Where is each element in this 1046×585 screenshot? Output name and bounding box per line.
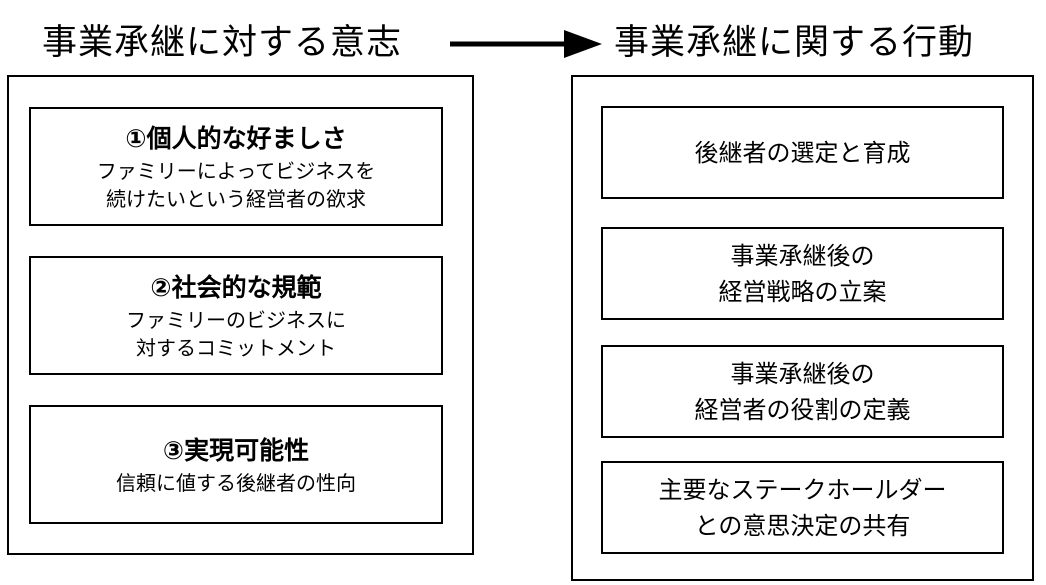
action-text-line: 事業承継後の bbox=[730, 241, 875, 270]
right-arrow-icon bbox=[450, 30, 602, 58]
action-text-line: 経営戦略の立案 bbox=[718, 277, 887, 306]
action-panel bbox=[571, 75, 1034, 581]
factor-title: ②社会的な規範 bbox=[150, 272, 322, 302]
action-text-line: 主要なステークホールダー bbox=[658, 475, 947, 504]
action-box-role-definition: 事業承継後の 経営者の役割の定義 bbox=[601, 345, 1004, 438]
action-box-successor-selection: 後継者の選定と育成 bbox=[601, 106, 1004, 199]
factor-box-feasibility: ③実現可能性 信頼に値する後継者の性向 bbox=[29, 405, 443, 524]
factor-description-line: 続けたいという経営者の欲求 bbox=[106, 186, 366, 211]
action-box-strategy-planning: 事業承継後の 経営戦略の立案 bbox=[601, 227, 1004, 320]
factor-title: ③実現可能性 bbox=[162, 435, 310, 465]
factor-description-line: ファミリーのビジネスに bbox=[126, 307, 346, 332]
action-text-line: 経営者の役割の定義 bbox=[694, 395, 911, 424]
action-text-line: 事業承継後の bbox=[730, 359, 875, 388]
factor-title: ①個人的な好ましさ bbox=[125, 123, 347, 153]
factor-description-line: 信頼に値する後継者の性向 bbox=[116, 470, 356, 495]
factor-box-personal-desirability: ①個人的な好ましさ ファミリーによってビジネスを 続けたいという経営者の欲求 bbox=[29, 107, 443, 226]
factor-box-social-norm: ②社会的な規範 ファミリーのビジネスに 対するコミットメント bbox=[29, 256, 443, 375]
action-text-line: との意思決定の共有 bbox=[694, 511, 911, 540]
action-heading: 事業承継に関する行動 bbox=[614, 23, 975, 63]
intention-heading: 事業承継に対する意志 bbox=[42, 23, 403, 63]
action-text-line: 後継者の選定と育成 bbox=[694, 138, 911, 167]
factor-description-line: ファミリーによってビジネスを bbox=[96, 158, 376, 183]
factor-description-line: 対するコミットメント bbox=[136, 335, 336, 360]
intention-panel bbox=[7, 75, 474, 555]
action-box-stakeholder-sharing: 主要なステークホールダー との意思決定の共有 bbox=[601, 461, 1004, 554]
